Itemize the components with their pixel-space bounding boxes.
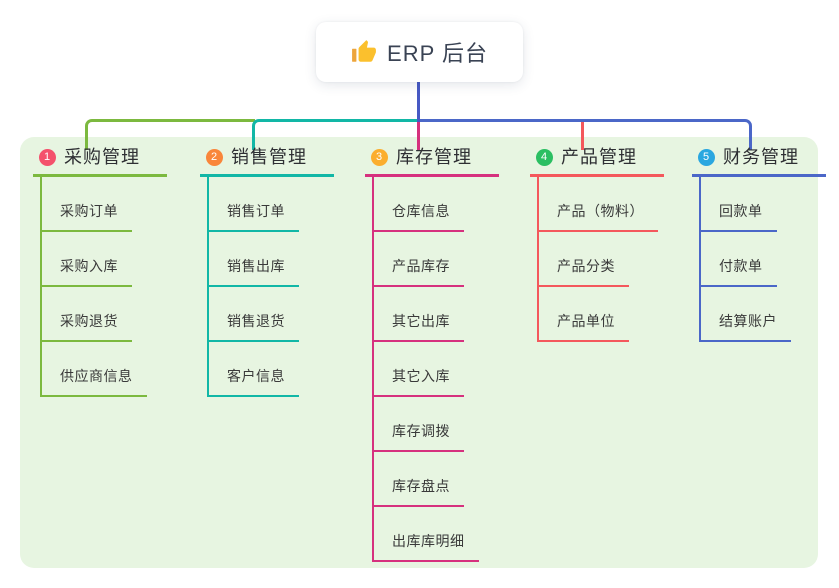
child-node[interactable]: 出库库明细 (374, 507, 479, 562)
branch-title-3[interactable]: 3 库存管理 (365, 145, 499, 177)
child-node[interactable]: 供应商信息 (42, 342, 147, 397)
branch-3-connector (417, 122, 420, 150)
branch-node-5: 5 财务管理 回款单付款单结算账户 (692, 145, 826, 342)
child-node[interactable]: 回款单 (701, 177, 777, 232)
branch-label: 产品管理 (561, 147, 637, 167)
branch-title-5[interactable]: 5 财务管理 (692, 145, 826, 177)
child-node[interactable]: 采购入库 (42, 232, 132, 287)
branch-index-badge: 5 (698, 149, 715, 166)
child-node[interactable]: 库存盘点 (374, 452, 464, 507)
branch-children: 仓库信息产品库存其它出库其它入库库存调拨库存盘点出库库明细 (372, 177, 499, 562)
child-node[interactable]: 采购退货 (42, 287, 132, 342)
branch-title-4[interactable]: 4 产品管理 (530, 145, 664, 177)
branch-children: 采购订单采购入库采购退货供应商信息 (40, 177, 167, 397)
child-node[interactable]: 销售退货 (209, 287, 299, 342)
branch-node-1: 1 采购管理 采购订单采购入库采购退货供应商信息 (33, 145, 167, 397)
branch-node-4: 4 产品管理 产品（物料）产品分类产品单位 (530, 145, 664, 342)
child-node[interactable]: 客户信息 (209, 342, 299, 397)
branch-title-2[interactable]: 2 销售管理 (200, 145, 334, 177)
branch-node-2: 2 销售管理 销售订单销售出库销售退货客户信息 (200, 145, 334, 397)
branch-4-connector (581, 122, 584, 150)
branches-panel (20, 137, 818, 568)
child-node[interactable]: 其它出库 (374, 287, 464, 342)
child-node[interactable]: 销售出库 (209, 232, 299, 287)
child-node[interactable]: 产品库存 (374, 232, 464, 287)
child-node[interactable]: 仓库信息 (374, 177, 464, 232)
branch-index-badge: 3 (371, 149, 388, 166)
branch-index-badge: 2 (206, 149, 223, 166)
root-node[interactable]: ERP 后台 (316, 22, 523, 82)
child-node[interactable]: 采购订单 (42, 177, 132, 232)
branch-children: 产品（物料）产品分类产品单位 (537, 177, 664, 342)
branch-1-connector (85, 119, 255, 150)
branch-title-1[interactable]: 1 采购管理 (33, 145, 167, 177)
branch-5-connector (419, 119, 752, 150)
child-node[interactable]: 产品分类 (539, 232, 629, 287)
child-node[interactable]: 产品单位 (539, 287, 629, 342)
branch-label: 库存管理 (396, 147, 472, 167)
child-node[interactable]: 销售订单 (209, 177, 299, 232)
branch-label: 财务管理 (723, 147, 799, 167)
branch-2-connector (252, 119, 419, 150)
child-node[interactable]: 库存调拨 (374, 397, 464, 452)
child-node[interactable]: 产品（物料） (539, 177, 658, 232)
branch-label: 采购管理 (64, 147, 140, 167)
branch-index-badge: 1 (39, 149, 56, 166)
branch-children: 销售订单销售出库销售退货客户信息 (207, 177, 334, 397)
branch-label: 销售管理 (231, 147, 307, 167)
branch-children: 回款单付款单结算账户 (699, 177, 826, 342)
child-node[interactable]: 其它入库 (374, 342, 464, 397)
root-stem-connector (417, 82, 420, 122)
thumbs-up-icon (351, 39, 377, 65)
child-node[interactable]: 结算账户 (701, 287, 791, 342)
branch-index-badge: 4 (536, 149, 553, 166)
branch-node-3: 3 库存管理 仓库信息产品库存其它出库其它入库库存调拨库存盘点出库库明细 (365, 145, 499, 562)
root-label: ERP 后台 (387, 41, 488, 66)
child-node[interactable]: 付款单 (701, 232, 777, 287)
